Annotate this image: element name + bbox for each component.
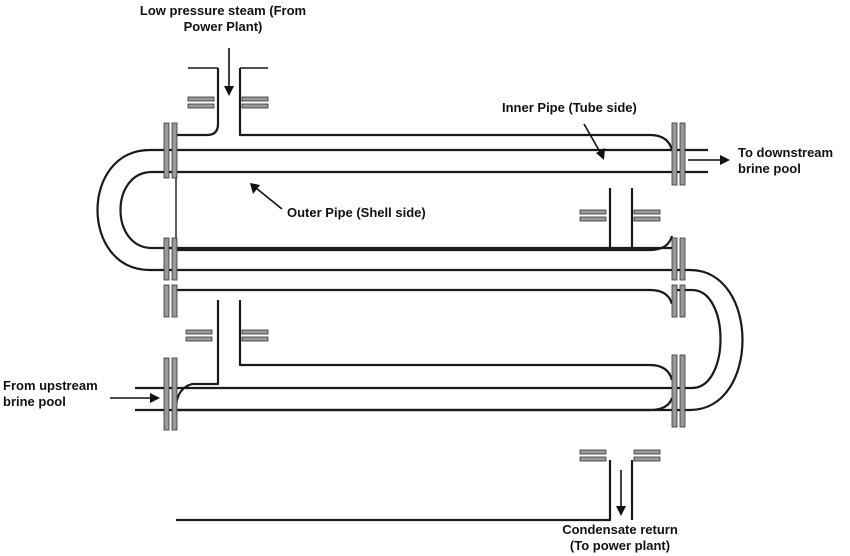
upstream-inlet-label: From upstream brine pool bbox=[3, 378, 98, 410]
inner-pipe-label: Inner Pipe (Tube side) bbox=[502, 100, 637, 115]
condensate-label-line1: Condensate return bbox=[562, 522, 678, 537]
outer-pipe-upper bbox=[175, 68, 674, 252]
steam-inlet-label: Low pressure steam (From Power Plant) bbox=[118, 3, 328, 35]
outer-pipe-lower bbox=[174, 288, 674, 522]
downstream-outlet-label: To downstream brine pool bbox=[738, 145, 833, 177]
steam-inlet-label-line1: Low pressure steam (From bbox=[139, 3, 307, 18]
flow-arrows bbox=[110, 48, 730, 516]
downstream-label-line1: To downstream bbox=[738, 145, 834, 160]
upstream-label-line1: From upstream bbox=[3, 378, 98, 393]
steam-inlet-label-line2: Power Plant) bbox=[183, 19, 263, 34]
condensate-label-line2: (To power plant) bbox=[569, 538, 671, 553]
outer-pipe-label: Outer Pipe (Shell side) bbox=[287, 205, 426, 220]
condensate-return-label: Condensate return (To power plant) bbox=[540, 522, 700, 554]
inner-pipe-tube bbox=[96, 148, 744, 412]
upstream-label-line2: brine pool bbox=[3, 394, 66, 409]
downstream-label-line2: brine pool bbox=[738, 161, 801, 176]
flanges bbox=[158, 67, 686, 462]
